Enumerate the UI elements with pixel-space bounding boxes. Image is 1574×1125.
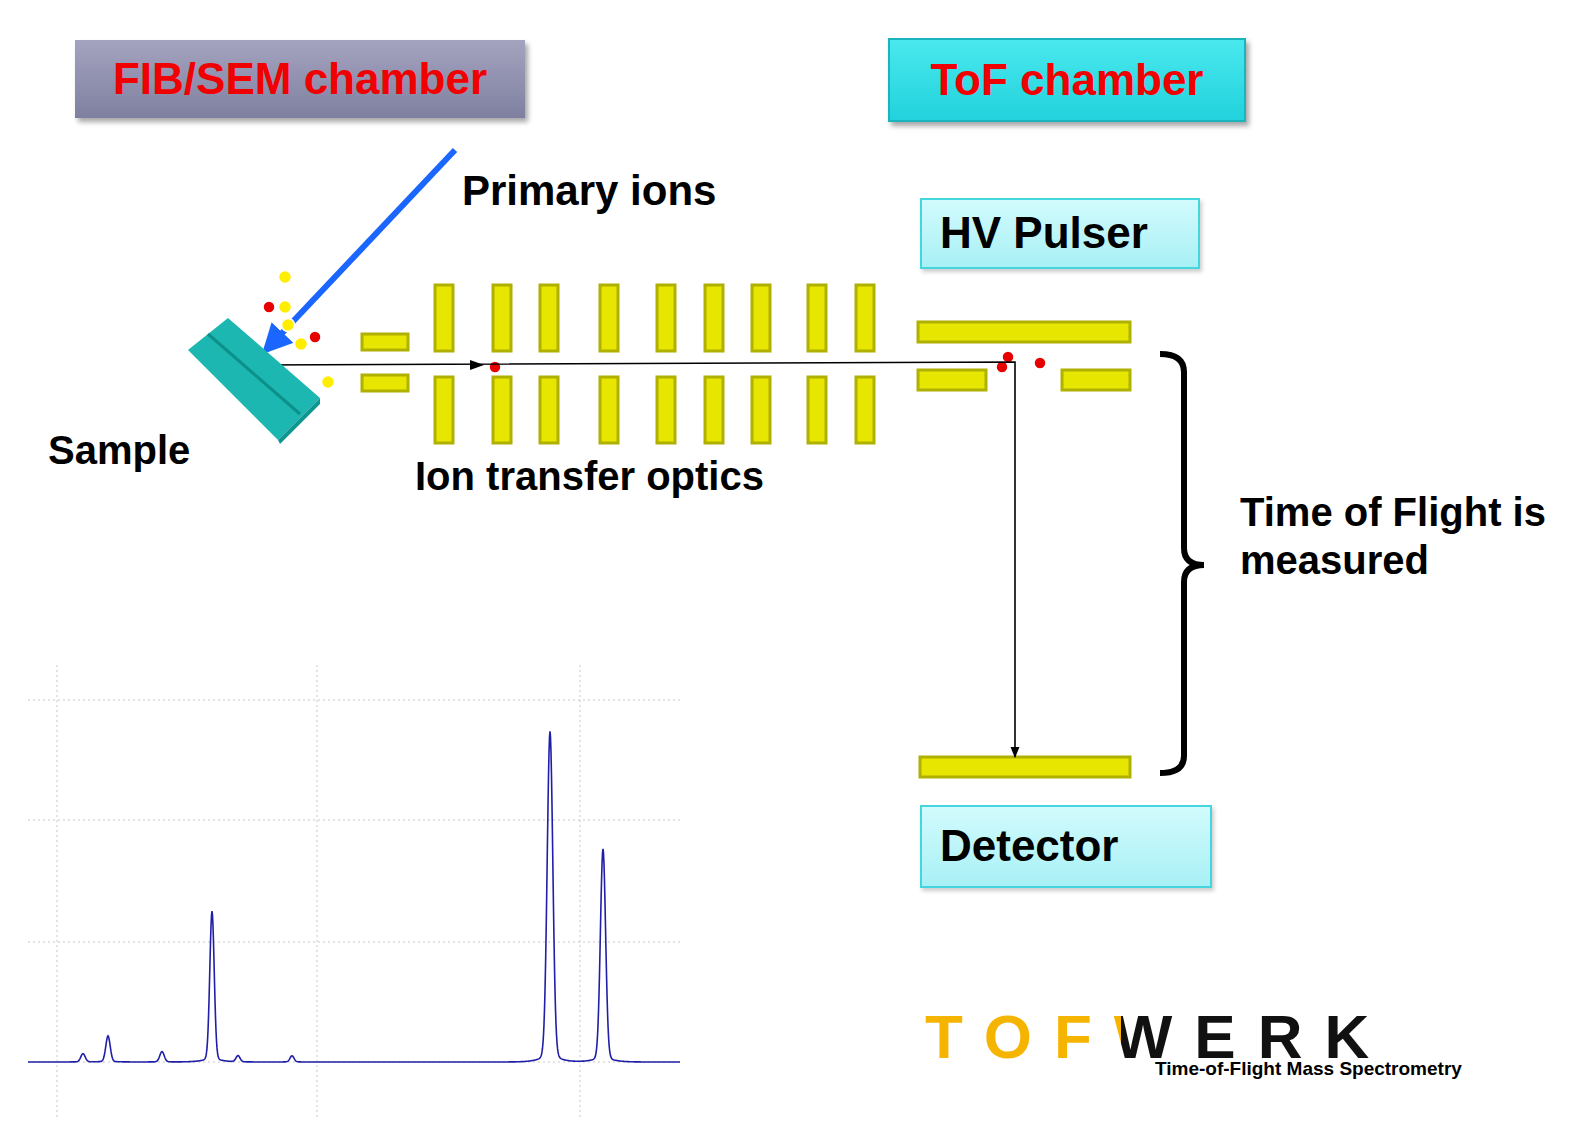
- transfer-optics-electrode: [808, 377, 826, 443]
- secondary-ion: [263, 301, 275, 313]
- optics-label: Ion transfer optics: [415, 452, 764, 500]
- box-label: Detector: [940, 821, 1119, 872]
- time-bracket: [1160, 354, 1204, 773]
- detector-plate: [920, 757, 1130, 777]
- sample-side: [278, 398, 320, 444]
- transfer-optics-electrode: [752, 377, 770, 443]
- grid-line: [28, 700, 680, 701]
- grid-line: [317, 665, 318, 1120]
- neutral-particle: [279, 301, 292, 314]
- entry-lens-electrode: [362, 334, 408, 350]
- secondary-ion: [309, 331, 321, 343]
- grid-line: [57, 665, 58, 1120]
- detector-label-box: Detector: [920, 805, 1212, 888]
- transfer-optics-electrode: [600, 377, 618, 443]
- chamber-outline: [888, 8, 1238, 932]
- transfer-optics-electrode: [705, 377, 723, 443]
- chamber-heading-box: ToF chamber: [888, 38, 1246, 122]
- transfer-optics-electrode: [657, 285, 675, 351]
- pulser-plate: [918, 322, 1130, 342]
- transfer-optics-electrode: [493, 377, 511, 443]
- sample-stage: Sample: [40, 318, 258, 473]
- grid-line: [28, 942, 680, 943]
- secondary-ion: [489, 361, 501, 373]
- box-label: HV Pulser: [940, 208, 1180, 259]
- logo-tagline: Time-of-Flight Mass Spectrometry: [1155, 1058, 1462, 1081]
- transfer-optics-electrode: [435, 285, 453, 351]
- neutral-particle: [279, 271, 292, 284]
- detector-box: Detector: [920, 757, 1212, 888]
- mass-spectrum-trace: [28, 731, 680, 1062]
- transfer-optics-electrode: [705, 285, 723, 351]
- ion-path-connector: [258, 362, 1015, 757]
- transfer-optics-electrode: [540, 285, 558, 351]
- pulser-box: HV Pulser: [920, 198, 1200, 269]
- beam-label: Primary ions: [462, 166, 716, 216]
- chamber-panel: HV PulserDetector ToF chamber: [888, 8, 1238, 932]
- grid-line: [28, 820, 680, 821]
- chamber-heading-box: FIB/SEM chamber: [75, 40, 525, 118]
- chamber-wall: [12, 8, 870, 645]
- spectrum-grid: [28, 665, 680, 1120]
- transfer-optics-electrode: [657, 377, 675, 443]
- pulser-plate: [1062, 370, 1130, 390]
- secondary-ion: [1034, 357, 1046, 369]
- entry-lens-electrode: [362, 375, 408, 391]
- grid-line: [580, 665, 581, 1120]
- transfer-optics-electrode: [856, 285, 874, 351]
- neutral-particle: [322, 376, 335, 389]
- sample-edge: [208, 334, 300, 414]
- chamber-shadow: [892, 13, 1242, 937]
- neutral-particle: [282, 319, 295, 332]
- chamber-title: FIB/SEM chamber: [113, 54, 487, 105]
- sample-label: Sample: [40, 427, 258, 473]
- transfer-optics-electrode: [600, 285, 618, 351]
- chamber-title: ToF chamber: [930, 55, 1203, 106]
- chamber-panel: Sample FIB/SEM chamber: [12, 8, 870, 645]
- pulser-plate: [918, 370, 986, 390]
- transfer-optics-electrode: [493, 285, 511, 351]
- chamber-wall: [888, 8, 1238, 932]
- primary-ion-beam: [266, 150, 455, 350]
- transfer-optics-electrode: [808, 285, 826, 351]
- arrowhead: [470, 360, 484, 370]
- transfer-optics-electrode: [752, 285, 770, 351]
- transfer-optics-electrode: [540, 377, 558, 443]
- transfer-optics-electrode: [856, 377, 874, 443]
- measurement-note: Time of Flight is measured: [1240, 488, 1570, 584]
- neutral-particle: [295, 338, 308, 351]
- chamber-shadow: [16, 13, 874, 650]
- transfer-optics-electrode: [435, 377, 453, 443]
